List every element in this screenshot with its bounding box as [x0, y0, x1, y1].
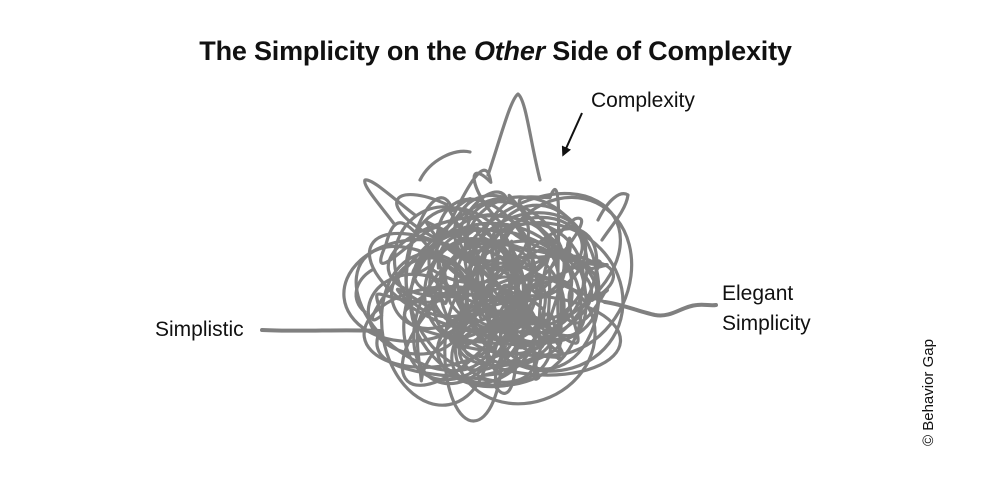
scribble-spike — [354, 268, 374, 314]
complexity-label: Complexity — [591, 89, 695, 112]
complexity-scribble — [342, 92, 634, 423]
scribble-spike — [486, 92, 542, 182]
scribble-spike — [363, 178, 417, 227]
scribble-spike — [418, 149, 472, 182]
copyright-credit: © Behavior Gap — [920, 339, 937, 446]
elegant-simplicity-label-line1: Elegant — [722, 282, 794, 305]
simplistic-line — [260, 328, 382, 333]
scribble-loop — [379, 251, 492, 407]
diagram-title: The Simplicity on the Other Side of Comp… — [199, 36, 792, 66]
complexity-arrow — [561, 112, 583, 157]
simplistic-label: Simplistic — [155, 318, 244, 341]
elegant-simplicity-label: Elegant Simplicity — [722, 279, 811, 339]
elegant-simplicity-label-line2: Simplicity — [722, 312, 811, 335]
title-emphasis: Other — [473, 36, 545, 66]
elegant-simplicity-line — [603, 300, 718, 318]
scribble-spike — [596, 192, 630, 242]
scribble-strand — [370, 168, 615, 395]
